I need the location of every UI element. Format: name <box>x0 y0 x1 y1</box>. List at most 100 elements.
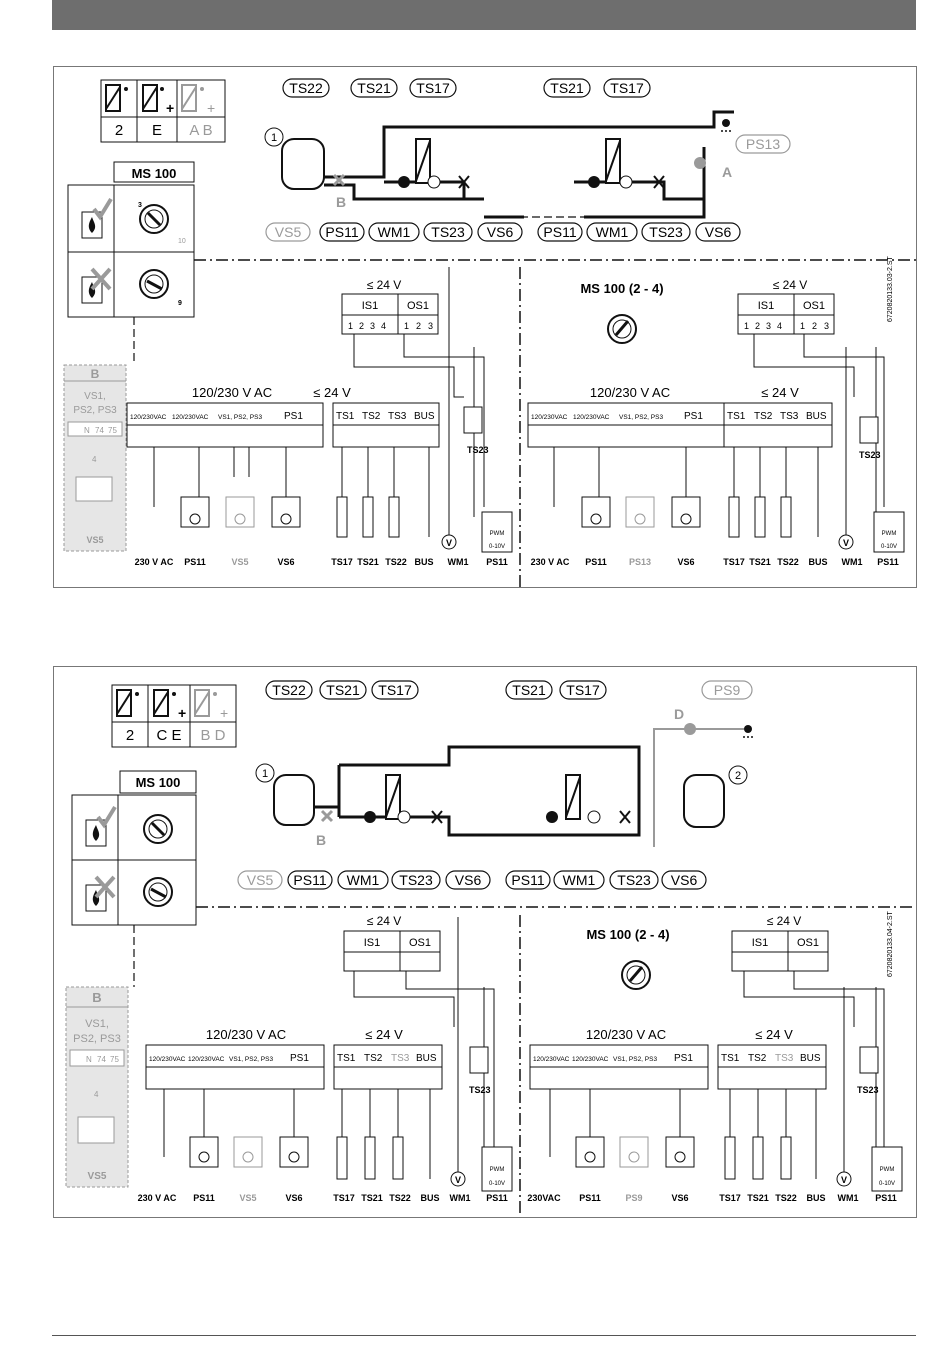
os1-label: OS1 <box>797 937 819 949</box>
sensor-block-label: BUS <box>416 1053 437 1064</box>
sensor-block-label: TS2 <box>748 1053 767 1064</box>
hydraulic-layout: 1 <box>264 110 734 219</box>
dial-icon <box>139 204 169 234</box>
sensor-probes <box>336 1136 792 1180</box>
wire-label: TS21 <box>361 1193 383 1203</box>
motor-icon <box>180 496 210 528</box>
wire-label: PS11 <box>877 557 899 567</box>
block-label: VS1, PS2, PS3 <box>229 1056 273 1063</box>
wire-labels-left: 230 V AC PS11 VS5 VS6 TS17 TS21 TS22 BUS… <box>135 557 508 567</box>
ms100-config-box: MS 100 <box>71 770 197 926</box>
tank-number: 1 <box>262 768 268 780</box>
wire-label: WM1 <box>450 1193 471 1203</box>
motor-icon <box>625 496 655 528</box>
ms100-2-4: MS 100 (2 - 4) <box>586 927 670 990</box>
ms100-config-box: MS 100 310 9 <box>67 161 195 318</box>
component-labels: VS5 PS11 WM1 TS23 VS6 PS11 WM1 TS23 VS6 <box>265 222 741 242</box>
ts23-label: TS23 <box>467 445 489 455</box>
legend-cell-1: 2 <box>115 122 123 139</box>
wire-label: PS11 <box>875 1193 897 1203</box>
label-ts21-right: TS21 <box>550 80 584 96</box>
block-label: 120/230VAC <box>572 1056 609 1063</box>
label-ps11-right: PS11 <box>511 872 544 888</box>
wire-label: VS6 <box>277 557 294 567</box>
option-b-title: B <box>91 367 100 381</box>
svg-text:2: 2 <box>416 321 421 331</box>
legend-cell-2: E <box>152 122 162 139</box>
option-b-text: VS1, <box>84 391 106 402</box>
sensor-block-label: TS3 <box>780 411 799 422</box>
terminal: 74 <box>97 1055 106 1064</box>
sensor-block-label: TS3 <box>775 1053 794 1064</box>
check-icon <box>92 197 113 221</box>
sensor-box: TS23 <box>859 416 881 460</box>
svg-text:3: 3 <box>766 321 771 331</box>
wire-label: PS11 <box>486 557 508 567</box>
dial-icon <box>607 314 637 344</box>
svg-text:V: V <box>841 1175 847 1185</box>
pwm-label: PWM <box>490 531 505 537</box>
voltage-label: ≤ 24 V <box>365 1027 403 1042</box>
diagram-1-svg: + + 2 E A B MS 100 310 9 1 <box>63 78 916 587</box>
svg-text:4: 4 <box>777 321 782 331</box>
flame-icon <box>81 211 103 239</box>
sensor-block-label: BUS <box>800 1053 821 1064</box>
pwm-label: PWM <box>882 531 897 537</box>
solar-tank-grey-icon: + <box>181 84 215 116</box>
voltage-label: 120/230 V AC <box>586 1027 666 1042</box>
ts23-label: TS23 <box>469 1085 491 1095</box>
label-vs6-right: VS6 <box>705 224 732 240</box>
wire-label: 230 V AC <box>135 557 174 567</box>
sensor-block-label: BUS <box>414 411 435 422</box>
voltage-label: 120/230 V AC <box>590 385 670 400</box>
valve-icon <box>431 810 443 824</box>
option-b-box: B VS1, PS2, PS3 N 74 75 4 VS5 <box>65 986 129 1188</box>
flowmeter-icon: V <box>441 534 457 550</box>
svg-text:3: 3 <box>824 321 829 331</box>
block-label: 120/230VAC <box>172 414 209 421</box>
voltage-label: ≤ 24 V <box>367 914 402 928</box>
legend-cell-1: 2 <box>126 727 134 744</box>
is1-label: IS1 <box>364 937 381 949</box>
footer-rule <box>52 1335 916 1336</box>
os1-label: OS1 <box>407 300 429 312</box>
label-b: B <box>316 832 326 848</box>
block-label: PS1 <box>684 411 703 422</box>
wire-label: WM1 <box>842 557 863 567</box>
is1-os1-block: ≤ 24 V IS1 OS1 <box>343 914 441 972</box>
pump-icon <box>684 723 696 735</box>
sensor-block-label: TS1 <box>337 1053 356 1064</box>
pump-icon <box>398 176 410 188</box>
wire-label: 230 V AC <box>531 557 570 567</box>
block-label: 120/230VAC <box>533 1056 570 1063</box>
terminal: 75 <box>108 426 117 435</box>
ts23-label: TS23 <box>857 1085 879 1095</box>
svg-text:4: 4 <box>381 321 386 331</box>
wire-label: VS6 <box>671 1193 688 1203</box>
block-label: 120/230VAC <box>130 414 167 421</box>
sensor-block-label: TS3 <box>391 1053 410 1064</box>
svg-text:3: 3 <box>428 321 433 331</box>
legend-cell-3: A B <box>189 122 212 139</box>
voltage-label: 120/230 V AC <box>206 1027 286 1042</box>
voltage-label: ≤ 24 V <box>313 385 351 400</box>
terminal-strip-left: 120/230 V AC 120/230VAC 120/230VAC VS1, … <box>145 1027 443 1090</box>
wire-label: VS5 <box>231 557 248 567</box>
wire-label: WM1 <box>448 557 469 567</box>
pump-icon <box>588 176 600 188</box>
wire-label: VS6 <box>285 1193 302 1203</box>
svg-text:9: 9 <box>178 300 182 307</box>
label-ts21: TS21 <box>357 80 391 96</box>
block-label: VS1, PS2, PS3 <box>218 414 262 421</box>
wire-labels-left: 230 V AC PS11 VS5 VS6 TS17 TS21 TS22 BUS… <box>138 1193 508 1203</box>
wire-count: 4 <box>94 1090 99 1099</box>
wire-label: PS11 <box>579 1193 601 1203</box>
svg-text:2: 2 <box>755 321 760 331</box>
wire-label: WM1 <box>838 1193 859 1203</box>
sensor-block-label: TS2 <box>754 411 773 422</box>
label-ts17-right: TS17 <box>566 682 600 698</box>
tank-icon <box>683 774 725 828</box>
